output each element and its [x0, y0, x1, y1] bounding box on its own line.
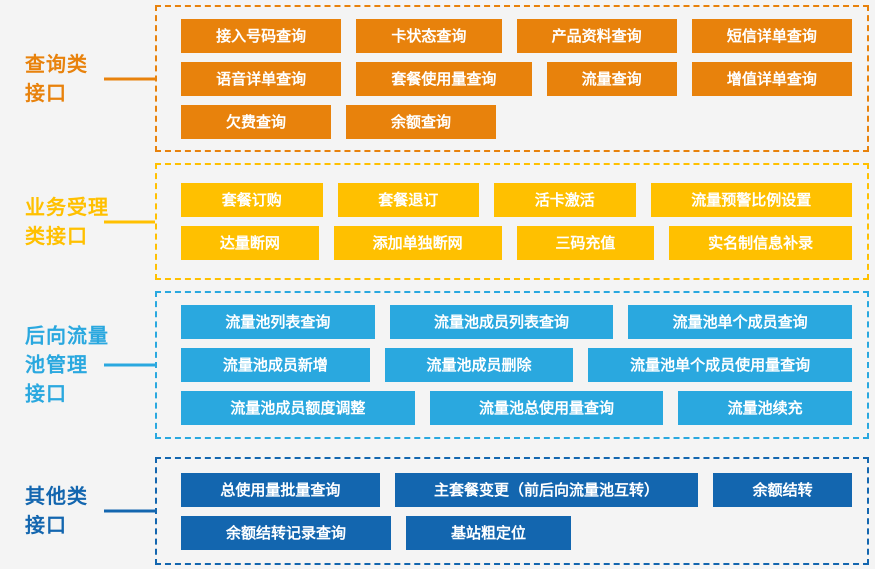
- section-label-line: 接口: [25, 381, 67, 406]
- section-box-query-interfaces: 接入号码查询卡状态查询产品资料查询短信详单查询语音详单查询套餐使用量查询流量查询…: [155, 5, 869, 152]
- section-label-business-acceptance-interfaces: 业务受理类接口: [25, 193, 145, 251]
- button-row: 接入号码查询卡状态查询产品资料查询短信详单查询: [181, 18, 852, 53]
- label-connector-line: [104, 363, 155, 367]
- api-chip: 流量池总使用量查询: [429, 391, 664, 425]
- api-chip: 主套餐变更（前后向流量池互转）: [394, 472, 699, 507]
- section-box-business-acceptance-interfaces: 套餐订购套餐退订活卡激活流量预警比例设置达量断网添加单独断网三码充值实名制信息补…: [155, 163, 869, 280]
- api-chip: 总使用量批量查询: [181, 472, 380, 507]
- api-chip: 语音详单查询: [181, 61, 342, 96]
- api-chip: 增值详单查询: [691, 61, 852, 96]
- api-chip: 流量池单个成员查询: [628, 305, 853, 339]
- api-chip: 流量池成员新增: [181, 348, 370, 382]
- section-label-line: 后向流量: [25, 323, 109, 348]
- api-chip: 余额查询: [346, 104, 497, 139]
- button-row: 欠费查询余额查询: [181, 104, 852, 139]
- api-chip: 实名制信息补录: [669, 226, 852, 260]
- label-connector-line: [104, 509, 155, 513]
- api-chip: 基站粗定位: [406, 515, 572, 550]
- api-chip: 接入号码查询: [181, 18, 342, 53]
- button-row: 流量池成员新增流量池成员删除流量池单个成员使用量查询: [181, 348, 853, 382]
- section-box-other-interfaces: 总使用量批量查询主套餐变更（前后向流量池互转） 余额结转余额结转记录查询基站粗定位: [155, 457, 869, 565]
- section-label-line: 接口: [25, 80, 67, 105]
- section-label-line: 接口: [25, 513, 67, 537]
- api-chip: 余额结转: [713, 472, 853, 507]
- api-chip: 欠费查询: [181, 104, 332, 139]
- button-row: 语音详单查询套餐使用量查询流量查询增值详单查询: [181, 61, 852, 96]
- button-row: 套餐订购套餐退订活卡激活流量预警比例设置: [181, 183, 852, 217]
- api-chip: 三码充值: [516, 226, 655, 260]
- api-chip: 流量查询: [546, 61, 677, 96]
- section-label-line: 业务受理: [25, 194, 109, 219]
- label-connector-line: [104, 77, 155, 80]
- api-chip: 流量池单个成员使用量查询: [588, 348, 853, 382]
- api-chip: 流量池续充: [678, 391, 853, 425]
- section-box-backward-traffic-pool-management-interfaces: 流量池列表查询流量池成员列表查询流量池单个成员查询流量池成员新增流量池成员删除流…: [155, 291, 869, 439]
- api-chip: 流量池列表查询: [181, 305, 375, 339]
- section-label-line: 池管理: [25, 352, 88, 377]
- api-chip: 流量预警比例设置: [650, 183, 852, 217]
- api-chip: 套餐订购: [181, 183, 323, 217]
- api-chip: 流量池成员删除: [384, 348, 574, 382]
- section-label-other-interfaces: 其他类接口: [25, 482, 145, 540]
- api-chip: 卡状态查询: [356, 18, 502, 53]
- section-label-query-interfaces: 查询类接口: [25, 50, 145, 108]
- button-row: 流量池成员额度调整流量池总使用量查询流量池续充: [181, 391, 853, 425]
- api-chip: 短信详单查询: [691, 18, 852, 53]
- api-chip: 套餐使用量查询: [356, 61, 532, 96]
- section-business-acceptance-interfaces: 业务受理类接口套餐订购套餐退订活卡激活流量预警比例设置达量断网添加单独断网三码充…: [0, 163, 875, 280]
- section-backward-traffic-pool-management-interfaces: 后向流量池管理接口流量池列表查询流量池成员列表查询流量池单个成员查询流量池成员新…: [0, 291, 875, 439]
- section-label-backward-traffic-pool-management-interfaces: 后向流量池管理接口: [25, 322, 145, 409]
- button-row: 达量断网添加单独断网三码充值实名制信息补录: [181, 226, 852, 260]
- api-chip: 余额结转记录查询: [181, 515, 392, 550]
- section-label-line: 其他类: [25, 484, 88, 508]
- section-other-interfaces: 其他类接口 总使用量批量查询主套餐变更（前后向流量池互转） 余额结转余额结转记录查询…: [0, 457, 875, 565]
- section-query-interfaces: 查询类接口接入号码查询卡状态查询产品资料查询短信详单查询语音详单查询套餐使用量查…: [0, 5, 875, 152]
- api-chip: 添加单独断网: [333, 226, 502, 260]
- api-chip: 流量池成员列表查询: [389, 305, 614, 339]
- section-label-line: 查询类: [25, 51, 88, 76]
- api-chip: 达量断网: [181, 226, 319, 260]
- label-connector-line: [104, 220, 155, 223]
- button-row: 总使用量批量查询主套餐变更（前后向流量池互转） 余额结转: [181, 472, 853, 507]
- api-chip: 活卡激活: [494, 183, 636, 217]
- api-chip: 流量池成员额度调整: [181, 391, 415, 425]
- section-label-line: 类接口: [25, 223, 88, 248]
- button-row: 余额结转记录查询基站粗定位: [181, 515, 852, 550]
- api-chip: 套餐退订: [337, 183, 479, 217]
- api-chip: 产品资料查询: [516, 18, 677, 53]
- button-row: 流量池列表查询流量池成员列表查询流量池单个成员查询: [181, 305, 853, 339]
